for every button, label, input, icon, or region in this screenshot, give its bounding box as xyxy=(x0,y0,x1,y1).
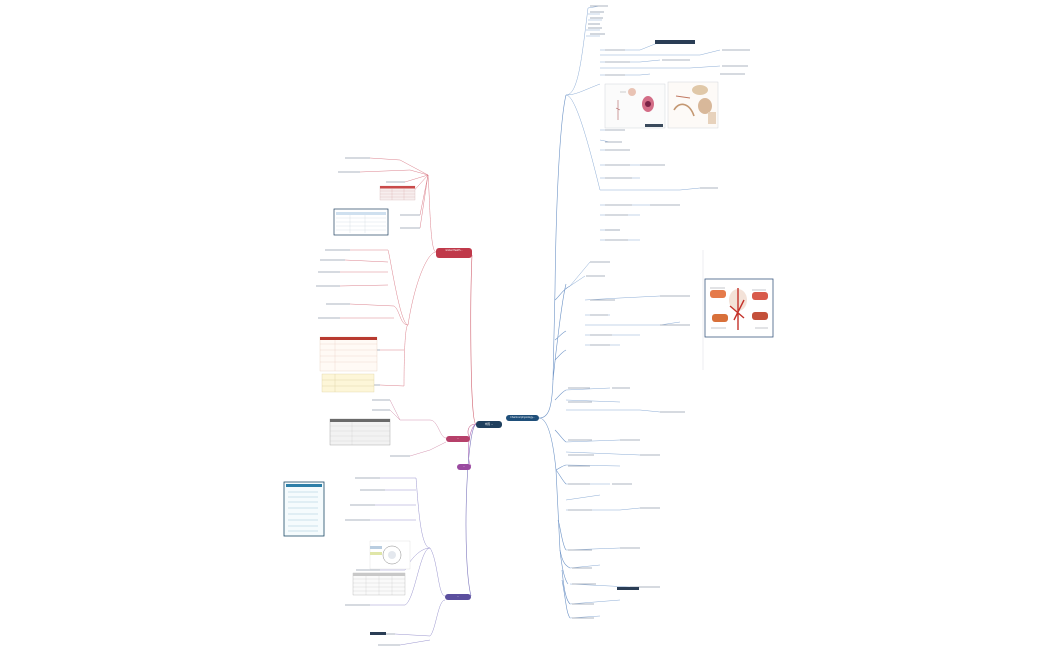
branch-violet[interactable]: ... xyxy=(445,594,471,600)
branch-right[interactable]: Chemical physiology... xyxy=(506,415,539,421)
figure-circle xyxy=(369,540,411,570)
violet-subtree xyxy=(370,477,446,646)
central-topic[interactable]: 中国 ... xyxy=(476,421,502,428)
table-data xyxy=(352,572,406,596)
node-label-lines xyxy=(316,5,750,646)
figure-heart xyxy=(704,278,774,338)
table-orange xyxy=(319,336,378,372)
table-teal xyxy=(283,481,325,537)
table-blue xyxy=(333,208,389,236)
table-yellow xyxy=(321,373,375,393)
figure-anatomy xyxy=(667,81,719,129)
branch-pink[interactable]: ... xyxy=(446,436,470,442)
branch-purple[interactable]: ... xyxy=(457,464,471,470)
table-gray xyxy=(329,418,391,446)
red-subtree xyxy=(339,157,437,387)
table-red xyxy=(379,185,416,201)
branch-upper-left[interactable]: Global Health... xyxy=(436,248,472,258)
pink-subtree xyxy=(389,399,447,457)
left-main-connectors xyxy=(465,254,477,597)
highlight-labels xyxy=(370,40,695,635)
figure-neuron xyxy=(604,83,666,129)
right-branch-connectors xyxy=(538,94,571,619)
